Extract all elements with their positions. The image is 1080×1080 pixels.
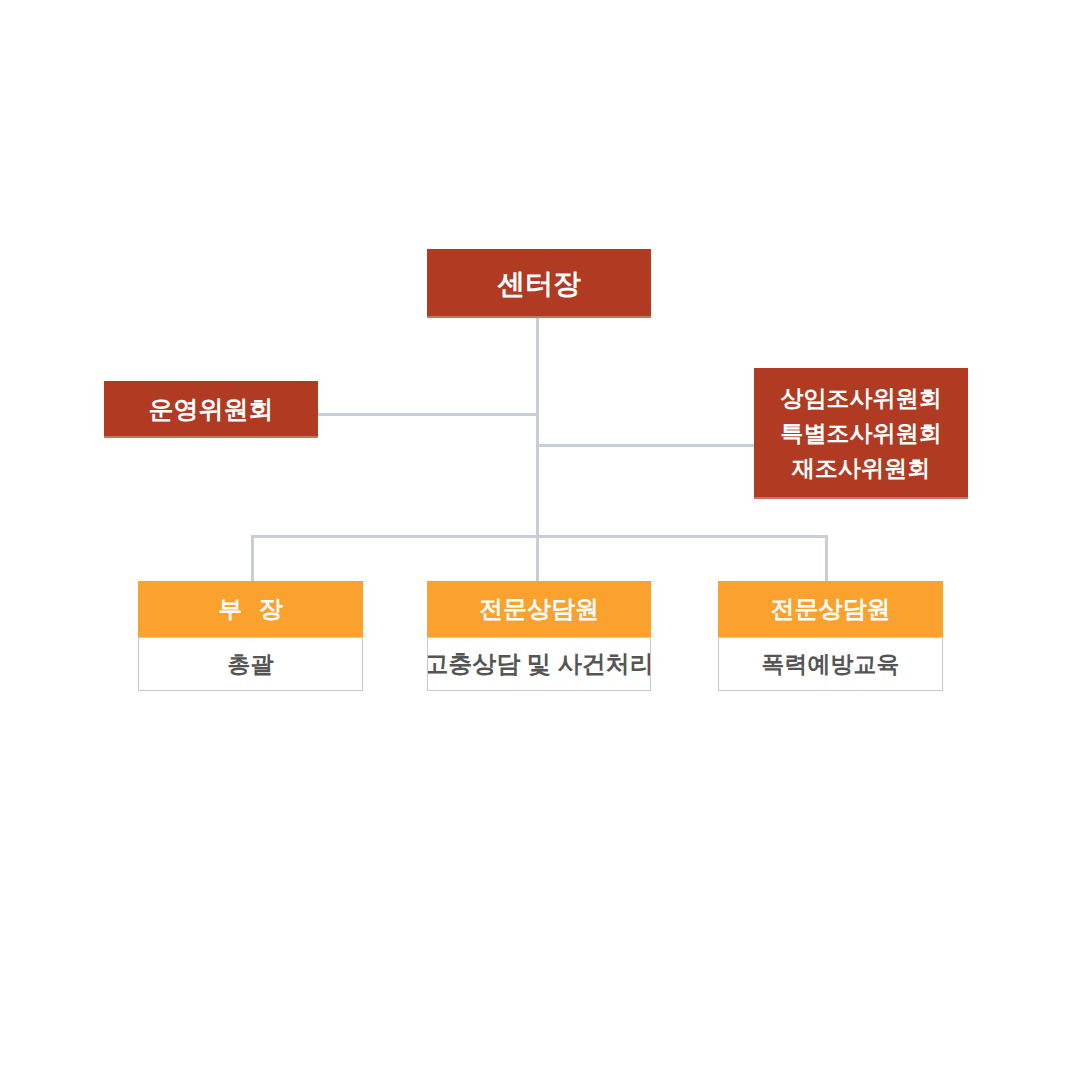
- connector-root-vertical: [536, 318, 539, 581]
- org-node-investigation-committees-line2: 특별조사위원회: [781, 416, 942, 451]
- org-node-counselor-1: 전문상담원 고충상담 및 사건처리: [427, 581, 651, 691]
- org-node-director: 센터장: [427, 249, 651, 318]
- org-node-steering-committee-label: 운영위원회: [149, 393, 274, 426]
- connector-right-horizontal: [537, 444, 754, 447]
- org-node-counselor-2-title-label: 전문상담원: [771, 593, 891, 625]
- org-node-department-head-title-label: 부 장: [218, 593, 283, 625]
- org-node-counselor-1-desc-label: 고충상담 및 사건처리: [427, 648, 651, 680]
- org-node-department-head: 부 장 총괄: [138, 581, 363, 691]
- org-node-director-label: 센터장: [497, 265, 581, 303]
- org-node-counselor-1-title: 전문상담원: [427, 581, 651, 637]
- connector-drop-right: [825, 535, 828, 581]
- org-node-counselor-2: 전문상담원 폭력예방교육: [718, 581, 943, 691]
- org-node-department-head-desc-label: 총괄: [228, 649, 274, 680]
- connector-left-horizontal: [318, 413, 538, 416]
- org-node-steering-committee: 운영위원회: [104, 381, 318, 438]
- org-node-counselor-2-desc-label: 폭력예방교육: [762, 649, 900, 680]
- org-node-counselor-2-desc: 폭력예방교육: [718, 637, 943, 691]
- org-node-investigation-committees: 상임조사위원회 특별조사위원회 재조사위원회: [754, 368, 968, 499]
- org-node-investigation-committees-line3: 재조사위원회: [792, 451, 930, 486]
- org-node-department-head-desc: 총괄: [138, 637, 363, 691]
- org-node-investigation-committees-line1: 상임조사위원회: [781, 381, 942, 416]
- org-node-department-head-title: 부 장: [138, 581, 363, 637]
- connector-distribution-horizontal: [251, 535, 828, 538]
- connector-drop-left: [251, 535, 254, 581]
- org-node-counselor-1-desc: 고충상담 및 사건처리: [427, 637, 651, 691]
- org-node-counselor-1-title-label: 전문상담원: [479, 593, 599, 625]
- org-node-counselor-2-title: 전문상담원: [718, 581, 943, 637]
